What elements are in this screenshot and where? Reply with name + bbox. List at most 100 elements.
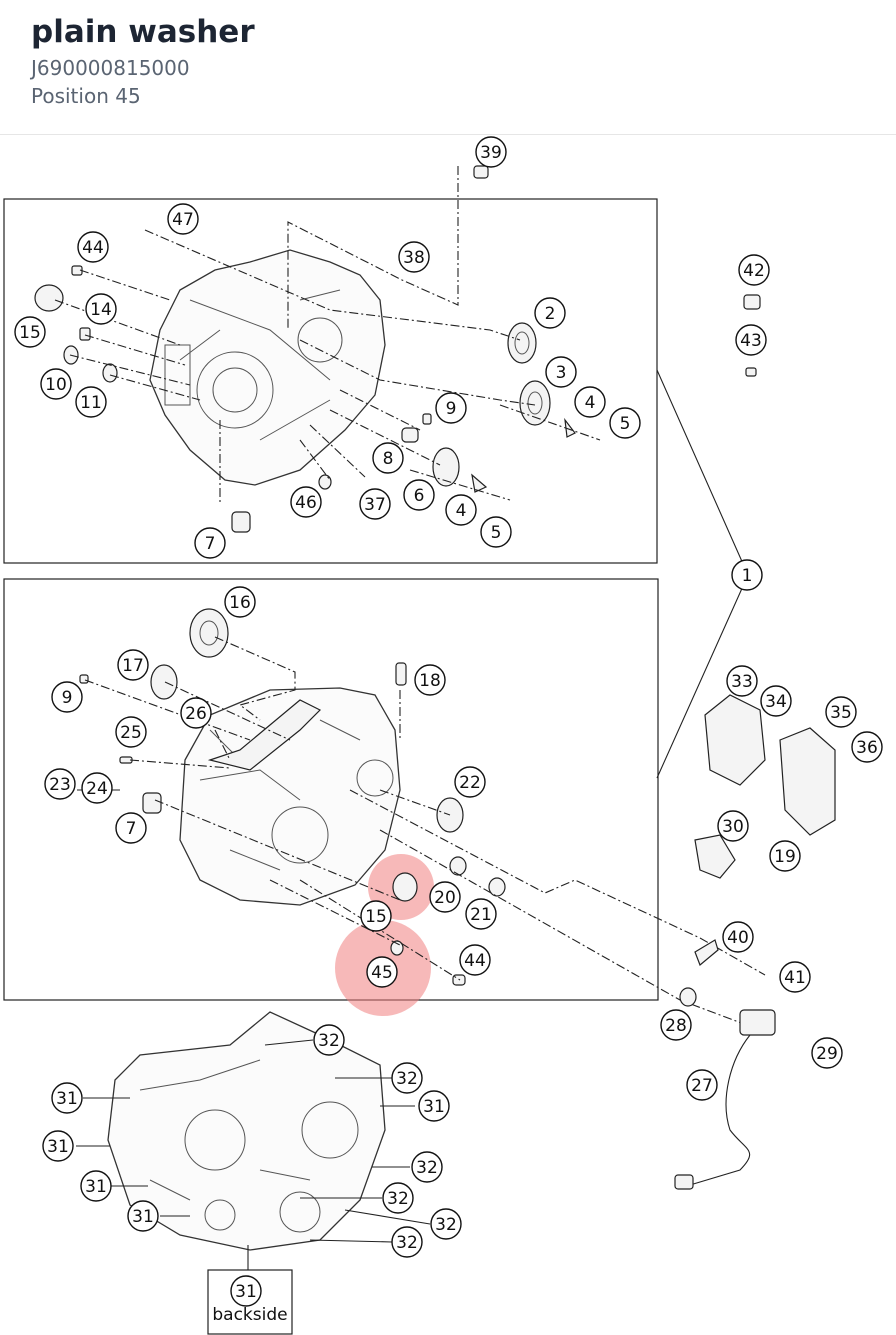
callout-31[interactable]: 31 bbox=[42, 1130, 74, 1162]
callout-32[interactable]: 32 bbox=[430, 1208, 462, 1240]
callout-39[interactable]: 39 bbox=[475, 136, 507, 168]
callout-35[interactable]: 35 bbox=[825, 696, 857, 728]
callout-25[interactable]: 25 bbox=[115, 716, 147, 748]
callout-31[interactable]: 31 bbox=[80, 1170, 112, 1202]
callout-43[interactable]: 43 bbox=[735, 324, 767, 356]
callout-5[interactable]: 5 bbox=[609, 407, 641, 439]
callout-15[interactable]: 15 bbox=[14, 316, 46, 348]
callout-15[interactable]: 15 bbox=[360, 900, 392, 932]
callout-23[interactable]: 23 bbox=[44, 768, 76, 800]
callout-label: 18 bbox=[419, 671, 441, 691]
callout-3[interactable]: 3 bbox=[545, 356, 577, 388]
callout-label: 37 bbox=[364, 495, 386, 515]
callout-4[interactable]: 4 bbox=[574, 386, 606, 418]
callout-4[interactable]: 4 bbox=[445, 494, 477, 526]
callout-label: 43 bbox=[740, 331, 762, 351]
callout-label: 15 bbox=[365, 907, 387, 927]
callout-label: 32 bbox=[396, 1069, 418, 1089]
callout-17[interactable]: 17 bbox=[117, 649, 149, 681]
callout-47[interactable]: 47 bbox=[167, 203, 199, 235]
callout-33[interactable]: 33 bbox=[726, 665, 758, 697]
upper-crankcase-half bbox=[149, 249, 386, 486]
callout-45[interactable]: 45 bbox=[366, 956, 398, 988]
side-cover-parts bbox=[674, 694, 836, 1190]
callout-20[interactable]: 20 bbox=[429, 881, 461, 913]
callout-label: 27 bbox=[691, 1076, 713, 1096]
callout-label: 5 bbox=[491, 523, 502, 543]
callout-11[interactable]: 11 bbox=[75, 386, 107, 418]
callout-32[interactable]: 32 bbox=[391, 1226, 423, 1258]
callout-24[interactable]: 24 bbox=[81, 772, 113, 804]
callout-37[interactable]: 37 bbox=[359, 488, 391, 520]
callout-18[interactable]: 18 bbox=[414, 664, 446, 696]
callout-32[interactable]: 32 bbox=[313, 1024, 345, 1056]
callout-16[interactable]: 16 bbox=[224, 586, 256, 618]
callout-label: 1 bbox=[742, 566, 753, 586]
callout-44[interactable]: 44 bbox=[459, 944, 491, 976]
callout-31[interactable]: 31 bbox=[230, 1275, 262, 1307]
callout-2[interactable]: 2 bbox=[534, 297, 566, 329]
callout-9[interactable]: 9 bbox=[435, 392, 467, 424]
callout-label: 6 bbox=[414, 486, 425, 506]
callout-label: 45 bbox=[371, 963, 393, 983]
callout-7[interactable]: 7 bbox=[115, 812, 147, 844]
callout-42[interactable]: 42 bbox=[738, 254, 770, 286]
callout-38[interactable]: 38 bbox=[398, 241, 430, 273]
part-title: plain washer bbox=[31, 14, 255, 50]
callout-40[interactable]: 40 bbox=[722, 921, 754, 953]
callout-label: 31 bbox=[47, 1137, 69, 1157]
callout-label: 7 bbox=[126, 819, 137, 839]
callout-32[interactable]: 32 bbox=[382, 1182, 414, 1214]
backside-label: backside bbox=[212, 1305, 287, 1325]
callout-14[interactable]: 14 bbox=[85, 293, 117, 325]
callout-10[interactable]: 10 bbox=[40, 368, 72, 400]
bottom-arrows bbox=[76, 1039, 431, 1270]
callout-30[interactable]: 30 bbox=[717, 810, 749, 842]
callout-9[interactable]: 9 bbox=[51, 681, 83, 713]
callout-22[interactable]: 22 bbox=[454, 766, 486, 798]
callout-label: 2 bbox=[545, 304, 556, 324]
callout-label: 32 bbox=[396, 1233, 418, 1253]
upper-assembly-frame bbox=[3, 198, 658, 564]
callout-46[interactable]: 46 bbox=[290, 486, 322, 518]
callout-label: 31 bbox=[56, 1089, 78, 1109]
callout-34[interactable]: 34 bbox=[760, 685, 792, 717]
callout-36[interactable]: 36 bbox=[851, 731, 883, 763]
callout-41[interactable]: 41 bbox=[779, 961, 811, 993]
callout-label: 25 bbox=[120, 723, 142, 743]
callout-19[interactable]: 19 bbox=[769, 840, 801, 872]
backside-label-box bbox=[207, 1269, 293, 1335]
callout-27[interactable]: 27 bbox=[686, 1069, 718, 1101]
callout-26[interactable]: 26 bbox=[180, 697, 212, 729]
callout-32[interactable]: 32 bbox=[391, 1062, 423, 1094]
callout-8[interactable]: 8 bbox=[372, 442, 404, 474]
callout-28[interactable]: 28 bbox=[660, 1009, 692, 1041]
callout-label: 30 bbox=[722, 817, 744, 837]
callout-label: 9 bbox=[62, 688, 73, 708]
callout-label: 4 bbox=[456, 501, 467, 521]
callout-44[interactable]: 44 bbox=[77, 231, 109, 263]
callout-label: 21 bbox=[470, 905, 492, 925]
callout-label: 9 bbox=[446, 399, 457, 419]
callout-label: 44 bbox=[82, 238, 104, 258]
callout-label: 32 bbox=[318, 1031, 340, 1051]
callout-31[interactable]: 31 bbox=[127, 1200, 159, 1232]
callout-label: 33 bbox=[731, 672, 753, 692]
callout-31[interactable]: 31 bbox=[418, 1090, 450, 1122]
callout-7[interactable]: 7 bbox=[194, 527, 226, 559]
callout-31[interactable]: 31 bbox=[51, 1082, 83, 1114]
callout-label: 42 bbox=[743, 261, 765, 281]
callout-32[interactable]: 32 bbox=[411, 1151, 443, 1183]
callout-label: 41 bbox=[784, 968, 806, 988]
callout-5[interactable]: 5 bbox=[480, 516, 512, 548]
callout-label: 38 bbox=[403, 248, 425, 268]
callout-6[interactable]: 6 bbox=[403, 479, 435, 511]
callout-21[interactable]: 21 bbox=[465, 898, 497, 930]
callout-label: 4 bbox=[585, 393, 596, 413]
callout-1[interactable]: 1 bbox=[731, 559, 763, 591]
part-number: J690000815000 bbox=[31, 56, 190, 80]
callout-label: 10 bbox=[45, 375, 67, 395]
callout-29[interactable]: 29 bbox=[811, 1037, 843, 1069]
callout-label: 46 bbox=[295, 493, 317, 513]
